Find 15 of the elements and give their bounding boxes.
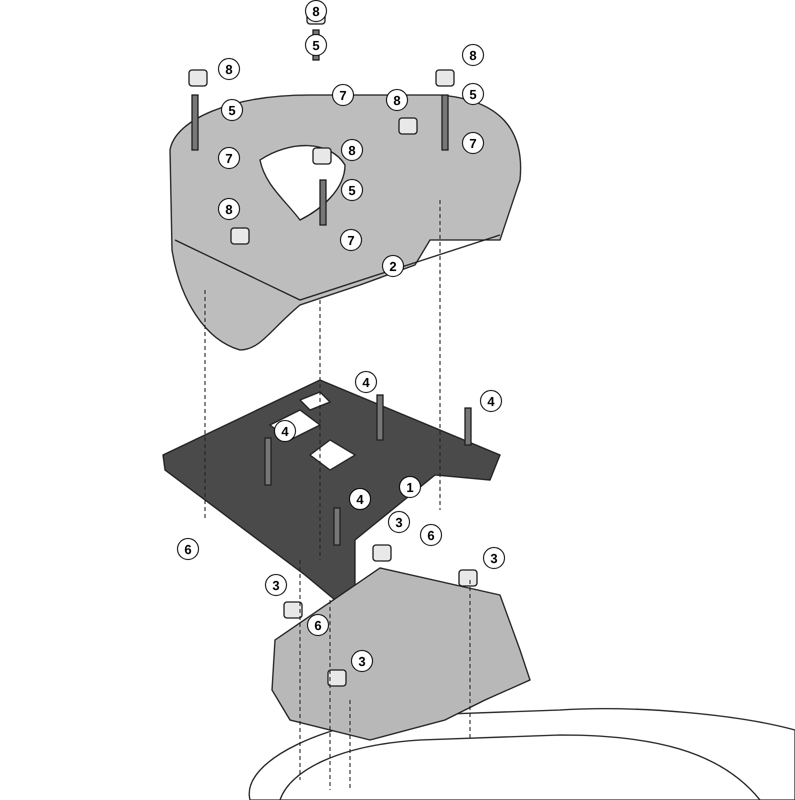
callout-number: 8 <box>305 0 327 22</box>
callout-number: 6 <box>420 524 442 546</box>
callout-number: 8 <box>386 89 408 111</box>
callout-number: 5 <box>462 83 484 105</box>
callout-number: 6 <box>177 538 199 560</box>
callout-number: 3 <box>483 547 505 569</box>
callout-number: 7 <box>332 84 354 106</box>
callout-number: 8 <box>462 44 484 66</box>
callout-number: 3 <box>388 511 410 533</box>
callout-number: 4 <box>355 371 377 393</box>
callout-number: 5 <box>305 34 327 56</box>
callout-number: 8 <box>218 58 240 80</box>
callout-number: 3 <box>265 574 287 596</box>
callout-number: 4 <box>480 390 502 412</box>
callout-number: 5 <box>221 99 243 121</box>
